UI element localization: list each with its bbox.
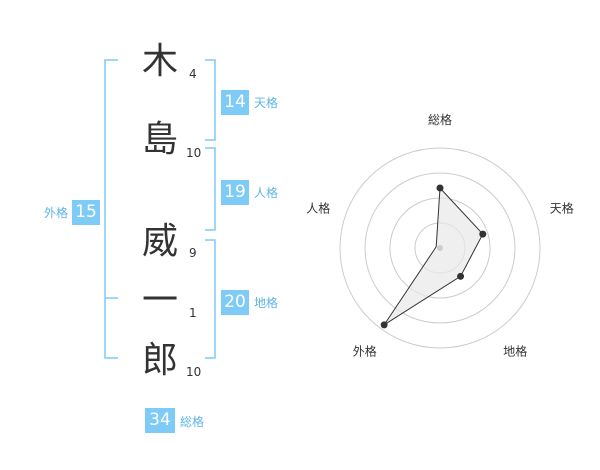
radar-axis-label-5: 人格	[306, 200, 330, 215]
chikaku-value: 20	[221, 290, 249, 315]
jinkaku-label: 人格	[254, 186, 279, 200]
tenkaku-value: 14	[221, 90, 249, 115]
name-char-5: 郎	[142, 340, 179, 381]
radar-center-dot	[437, 245, 443, 251]
radar-ring-4	[339, 147, 541, 349]
gaikaku-bracket	[104, 59, 118, 359]
radar-axis-label-4: 外格	[353, 344, 377, 359]
name-char-4: 一	[142, 280, 179, 321]
stroke-count-1: 4	[189, 67, 197, 81]
chikaku-label: 地格	[254, 296, 279, 310]
name-char-2: 島	[142, 119, 179, 160]
soukaku-label: 総格	[180, 415, 205, 429]
soukaku-value: 34	[145, 408, 175, 433]
jinkaku-bracket	[205, 147, 216, 231]
stroke-count-2: 10	[186, 146, 202, 160]
tenkaku-label: 天格	[254, 96, 279, 110]
radar-polygon	[383, 186, 484, 326]
radar-axis-label-2: 天格	[550, 200, 574, 215]
radar-ring-3	[364, 172, 516, 324]
stroke-count-3: 9	[189, 246, 197, 260]
gaikaku-label: 外格	[43, 206, 68, 220]
radar-axis-label-1: 総格	[428, 112, 452, 127]
radar-point-1	[436, 184, 444, 192]
gaikaku-value: 15	[72, 200, 100, 225]
stroke-count-5: 10	[186, 365, 202, 379]
tenkaku-bracket	[205, 59, 216, 141]
radar-point-4	[380, 321, 388, 329]
stroke-count-4: 1	[189, 306, 197, 320]
name-char-3: 威	[142, 221, 179, 262]
radar-point-3	[457, 272, 465, 280]
chikaku-bracket	[205, 239, 216, 359]
radar-axis-label-3: 地格	[503, 344, 527, 359]
name-char-1: 木	[142, 41, 179, 82]
radar-point-2	[479, 230, 487, 238]
jinkaku-value: 19	[221, 180, 249, 205]
